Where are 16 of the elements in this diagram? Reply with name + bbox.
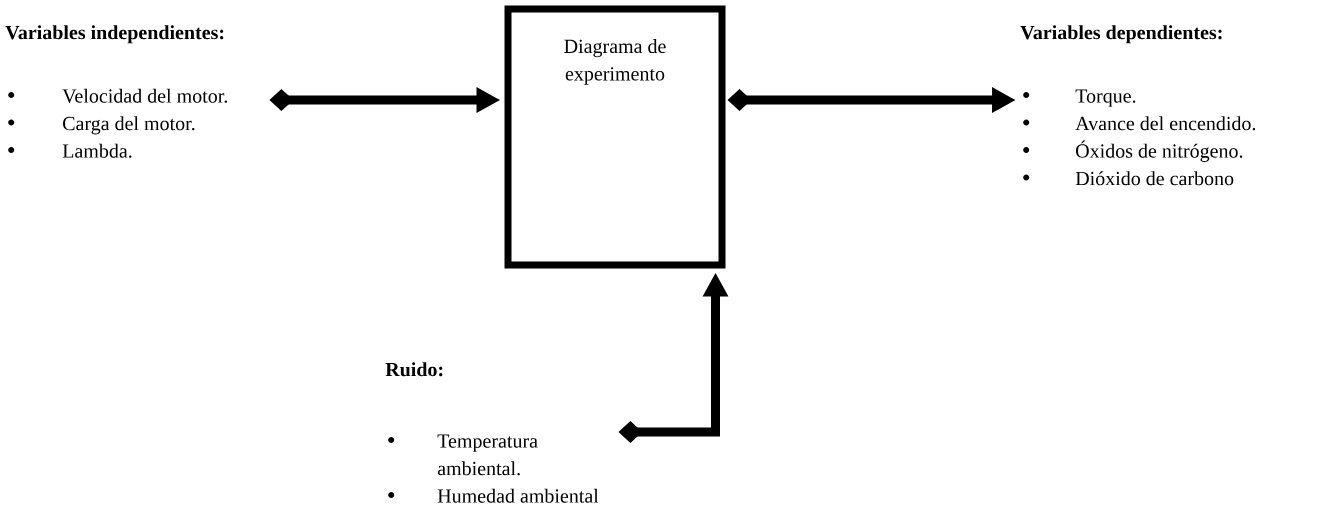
variable-list: Ruido: Temperatura ambiental. Humedad ambiental bbox=[385, 362, 599, 503]
node-label: Carga del motor. bbox=[63, 116, 195, 135]
node-label: Ruido: bbox=[385, 362, 443, 377]
node-label: Variables independientes: bbox=[5, 25, 224, 44]
node-label: Torque. bbox=[1075, 89, 1136, 107]
node-label: Óxidos de nitrógeno. bbox=[1076, 140, 1243, 162]
process-box: Diagrama de experimento bbox=[504, 5, 726, 269]
node-label: Velocidad del motor. bbox=[62, 88, 227, 103]
node-label: Lambda. bbox=[62, 143, 132, 158]
node-label: Humedad ambiental bbox=[437, 488, 599, 503]
node-label: Variables dependientes: bbox=[1020, 25, 1222, 44]
node-label: Avance del encendido. bbox=[1075, 116, 1256, 131]
variable-list: Variables independientes: Velocidad del motor. Carga del motor. Lambda. bbox=[5, 25, 227, 158]
node-label: Dióxido de carbono bbox=[1075, 171, 1234, 186]
variable-list: Variables dependientes: Torque. Avance del encendido. Óxidos de nitrógeno. Dióxido de carbono bbox=[1020, 25, 1256, 186]
node-label: Temperatura ambiental. bbox=[437, 434, 538, 476]
